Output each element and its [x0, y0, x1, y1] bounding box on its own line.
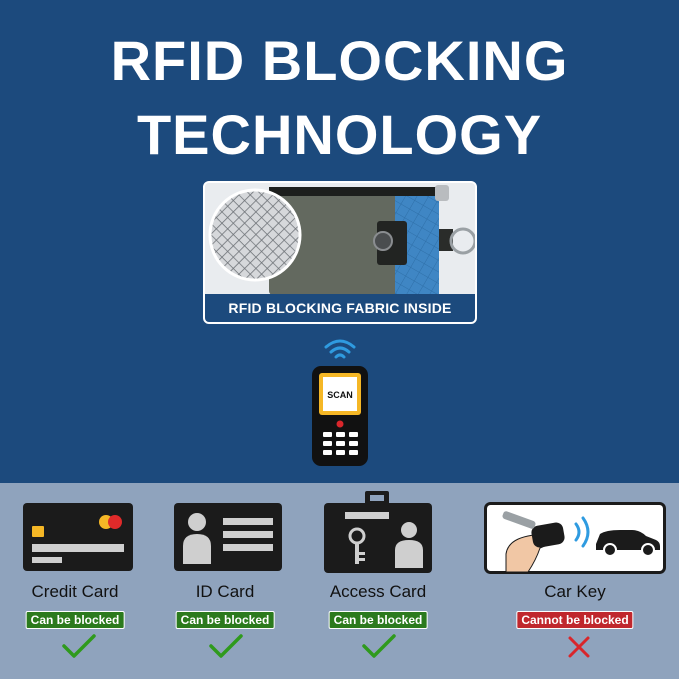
wifi-signal-icon: [324, 339, 356, 359]
id-card-status-badge: Can be blocked: [175, 611, 275, 629]
access-card-label: Access Card: [329, 582, 427, 601]
access-card-icon: [324, 491, 432, 573]
check-icon: [209, 634, 243, 658]
headline-line-1: RFID BLOCKING: [110, 29, 569, 92]
check-icon: [62, 634, 96, 658]
product-caption: RFID BLOCKING FABRIC INSIDE: [205, 294, 475, 322]
cross-icon: [568, 636, 590, 658]
id-card-icon: [174, 503, 282, 571]
credit-card-status-badge: Can be blocked: [25, 611, 125, 629]
car-key-icon: [484, 502, 666, 574]
headline-line-2: TECHNOLOGY: [136, 103, 543, 166]
product-photo: RFID BLOCKING FABRIC INSIDE: [203, 181, 477, 324]
scanner-screen-label: SCAN: [327, 390, 353, 400]
check-icon: [362, 634, 396, 658]
access-card-status-badge: Can be blocked: [328, 611, 428, 629]
snap-button: [373, 231, 393, 251]
rfid-scanner-icon: SCAN: [312, 366, 368, 466]
zipper-pull: [435, 185, 449, 201]
car-key-label: Car Key: [544, 582, 606, 601]
zipper: [269, 187, 439, 196]
key-ring: [449, 227, 475, 255]
credit-card-label: Credit Card: [31, 582, 119, 601]
pouch-illustration: [205, 183, 475, 296]
id-card-label: ID Card: [195, 582, 255, 601]
car-key-status-badge: Cannot be blocked: [516, 611, 634, 629]
credit-card-icon: [23, 503, 133, 571]
fabric-magnifier: [208, 188, 302, 282]
